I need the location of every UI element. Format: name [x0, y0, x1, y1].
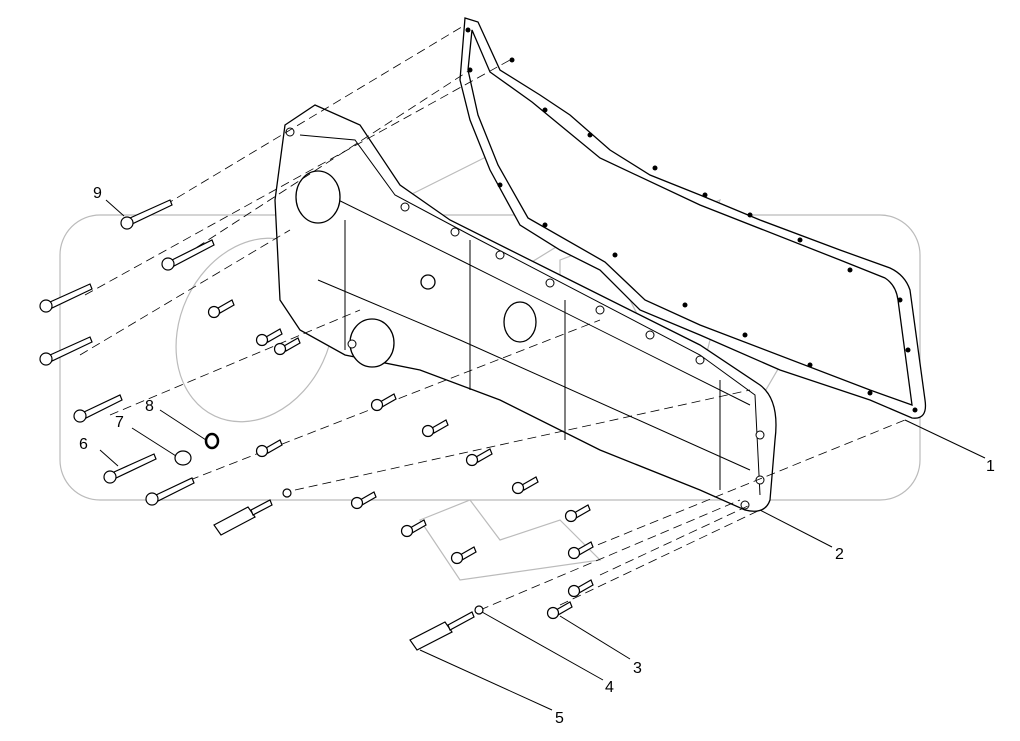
short-bolt — [511, 476, 539, 495]
short-bolt — [207, 299, 235, 319]
callout-5: 5 — [555, 710, 564, 727]
long-bolt-9 — [120, 199, 173, 230]
callout-6: 6 — [79, 436, 88, 453]
long-bolt — [73, 394, 123, 423]
short-bolt — [350, 491, 377, 510]
callout-leaders — [99, 199, 986, 711]
seal-ring-8 — [204, 432, 220, 450]
long-bolt-6 — [103, 453, 157, 484]
long-bolt — [39, 283, 93, 313]
short-bolt — [567, 541, 594, 560]
short-bolt-3 — [546, 601, 573, 620]
short-bolt — [465, 448, 493, 467]
callout-3: 3 — [633, 660, 642, 677]
washer-4 — [474, 605, 484, 615]
short-bolt — [564, 504, 591, 523]
callout-9: 9 — [93, 185, 102, 202]
long-bolt — [145, 477, 195, 506]
callout-1: 1 — [986, 458, 995, 475]
callout-4: 4 — [605, 679, 614, 696]
short-bolt — [255, 439, 283, 458]
short-bolt — [567, 579, 594, 598]
callout-7: 7 — [115, 414, 124, 431]
callout-2: 2 — [835, 546, 844, 563]
gasket-part-1 — [459, 17, 927, 419]
long-bolt — [161, 239, 215, 271]
short-bolt — [255, 328, 283, 347]
short-bolt — [421, 419, 449, 438]
short-bolt — [400, 519, 427, 538]
washer — [282, 488, 292, 498]
short-bolt — [273, 337, 301, 356]
plug-7 — [174, 450, 192, 466]
stud — [213, 499, 273, 536]
bolts — [39, 199, 594, 651]
alignment-lines — [79, 24, 906, 611]
stud-5 — [409, 611, 475, 651]
long-bolt — [39, 336, 93, 366]
short-bolt — [370, 393, 397, 412]
cover-part-2 — [274, 104, 777, 512]
callout-8: 8 — [145, 398, 154, 415]
short-bolt — [450, 546, 477, 565]
